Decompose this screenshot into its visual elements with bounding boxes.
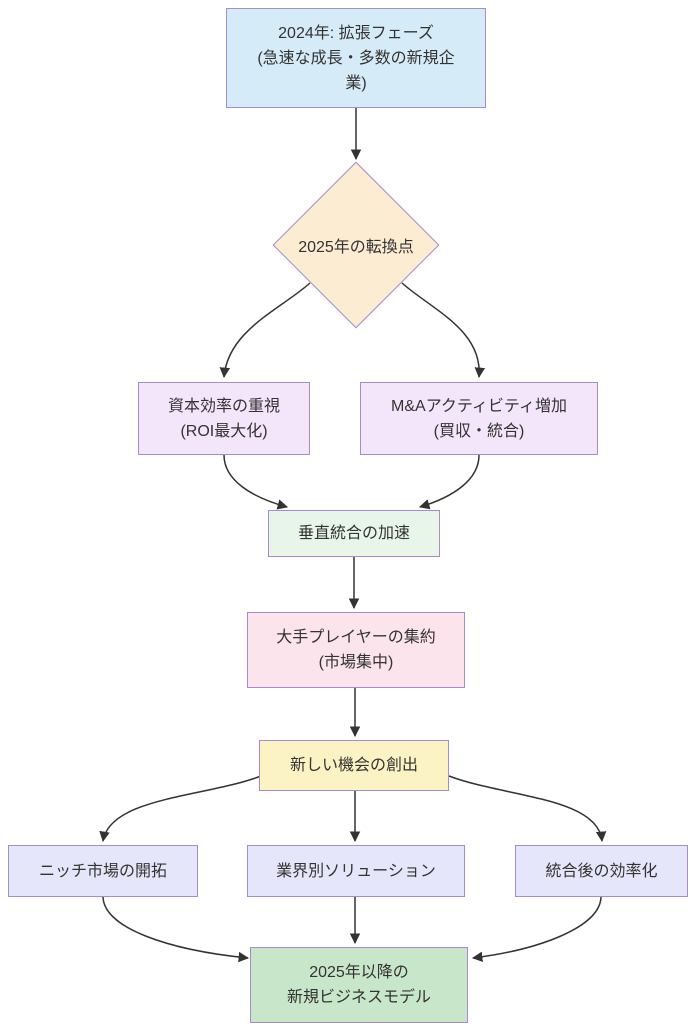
node-2025-turning-point-label: 2025年の転換点	[298, 239, 414, 256]
edge-opportunities-to-niche	[99, 775, 262, 843]
node-industry-solutions: 業界別ソリューション	[247, 845, 465, 897]
edge-turningpoint-to-ma	[401, 282, 486, 379]
node-ma-activity: M&Aアクティビティ増加 (買収・統合)	[360, 382, 598, 455]
node-vertical-integration: 垂直統合の加速	[268, 510, 440, 557]
edge-capital-to-vertical	[223, 454, 289, 510]
node-2024-expansion-phase: 2024年: 拡張フェーズ (急速な成長・多数の新規企 業)	[226, 8, 486, 108]
edge-turningpoint-to-capital	[219, 282, 311, 379]
node-post-merger-efficiency: 統合後の効率化	[515, 845, 688, 897]
node-major-player-consolidation: 大手プレイヤーの集約 (市場集中)	[247, 612, 465, 688]
edge-opportunities-to-postmerger	[448, 775, 607, 843]
edge-ma-to-vertical	[418, 454, 480, 510]
node-capital-efficiency: 資本効率の重視 (ROI最大化)	[138, 382, 310, 455]
node-2025-new-business-models: 2025年以降の 新規ビジネスモデル	[250, 947, 468, 1023]
edge-postmerger-to-models	[471, 896, 602, 963]
node-new-opportunities: 新しい機会の創出	[259, 740, 449, 791]
edge-niche-to-models	[102, 896, 250, 963]
node-niche-market: ニッチ市場の開拓	[8, 845, 198, 897]
